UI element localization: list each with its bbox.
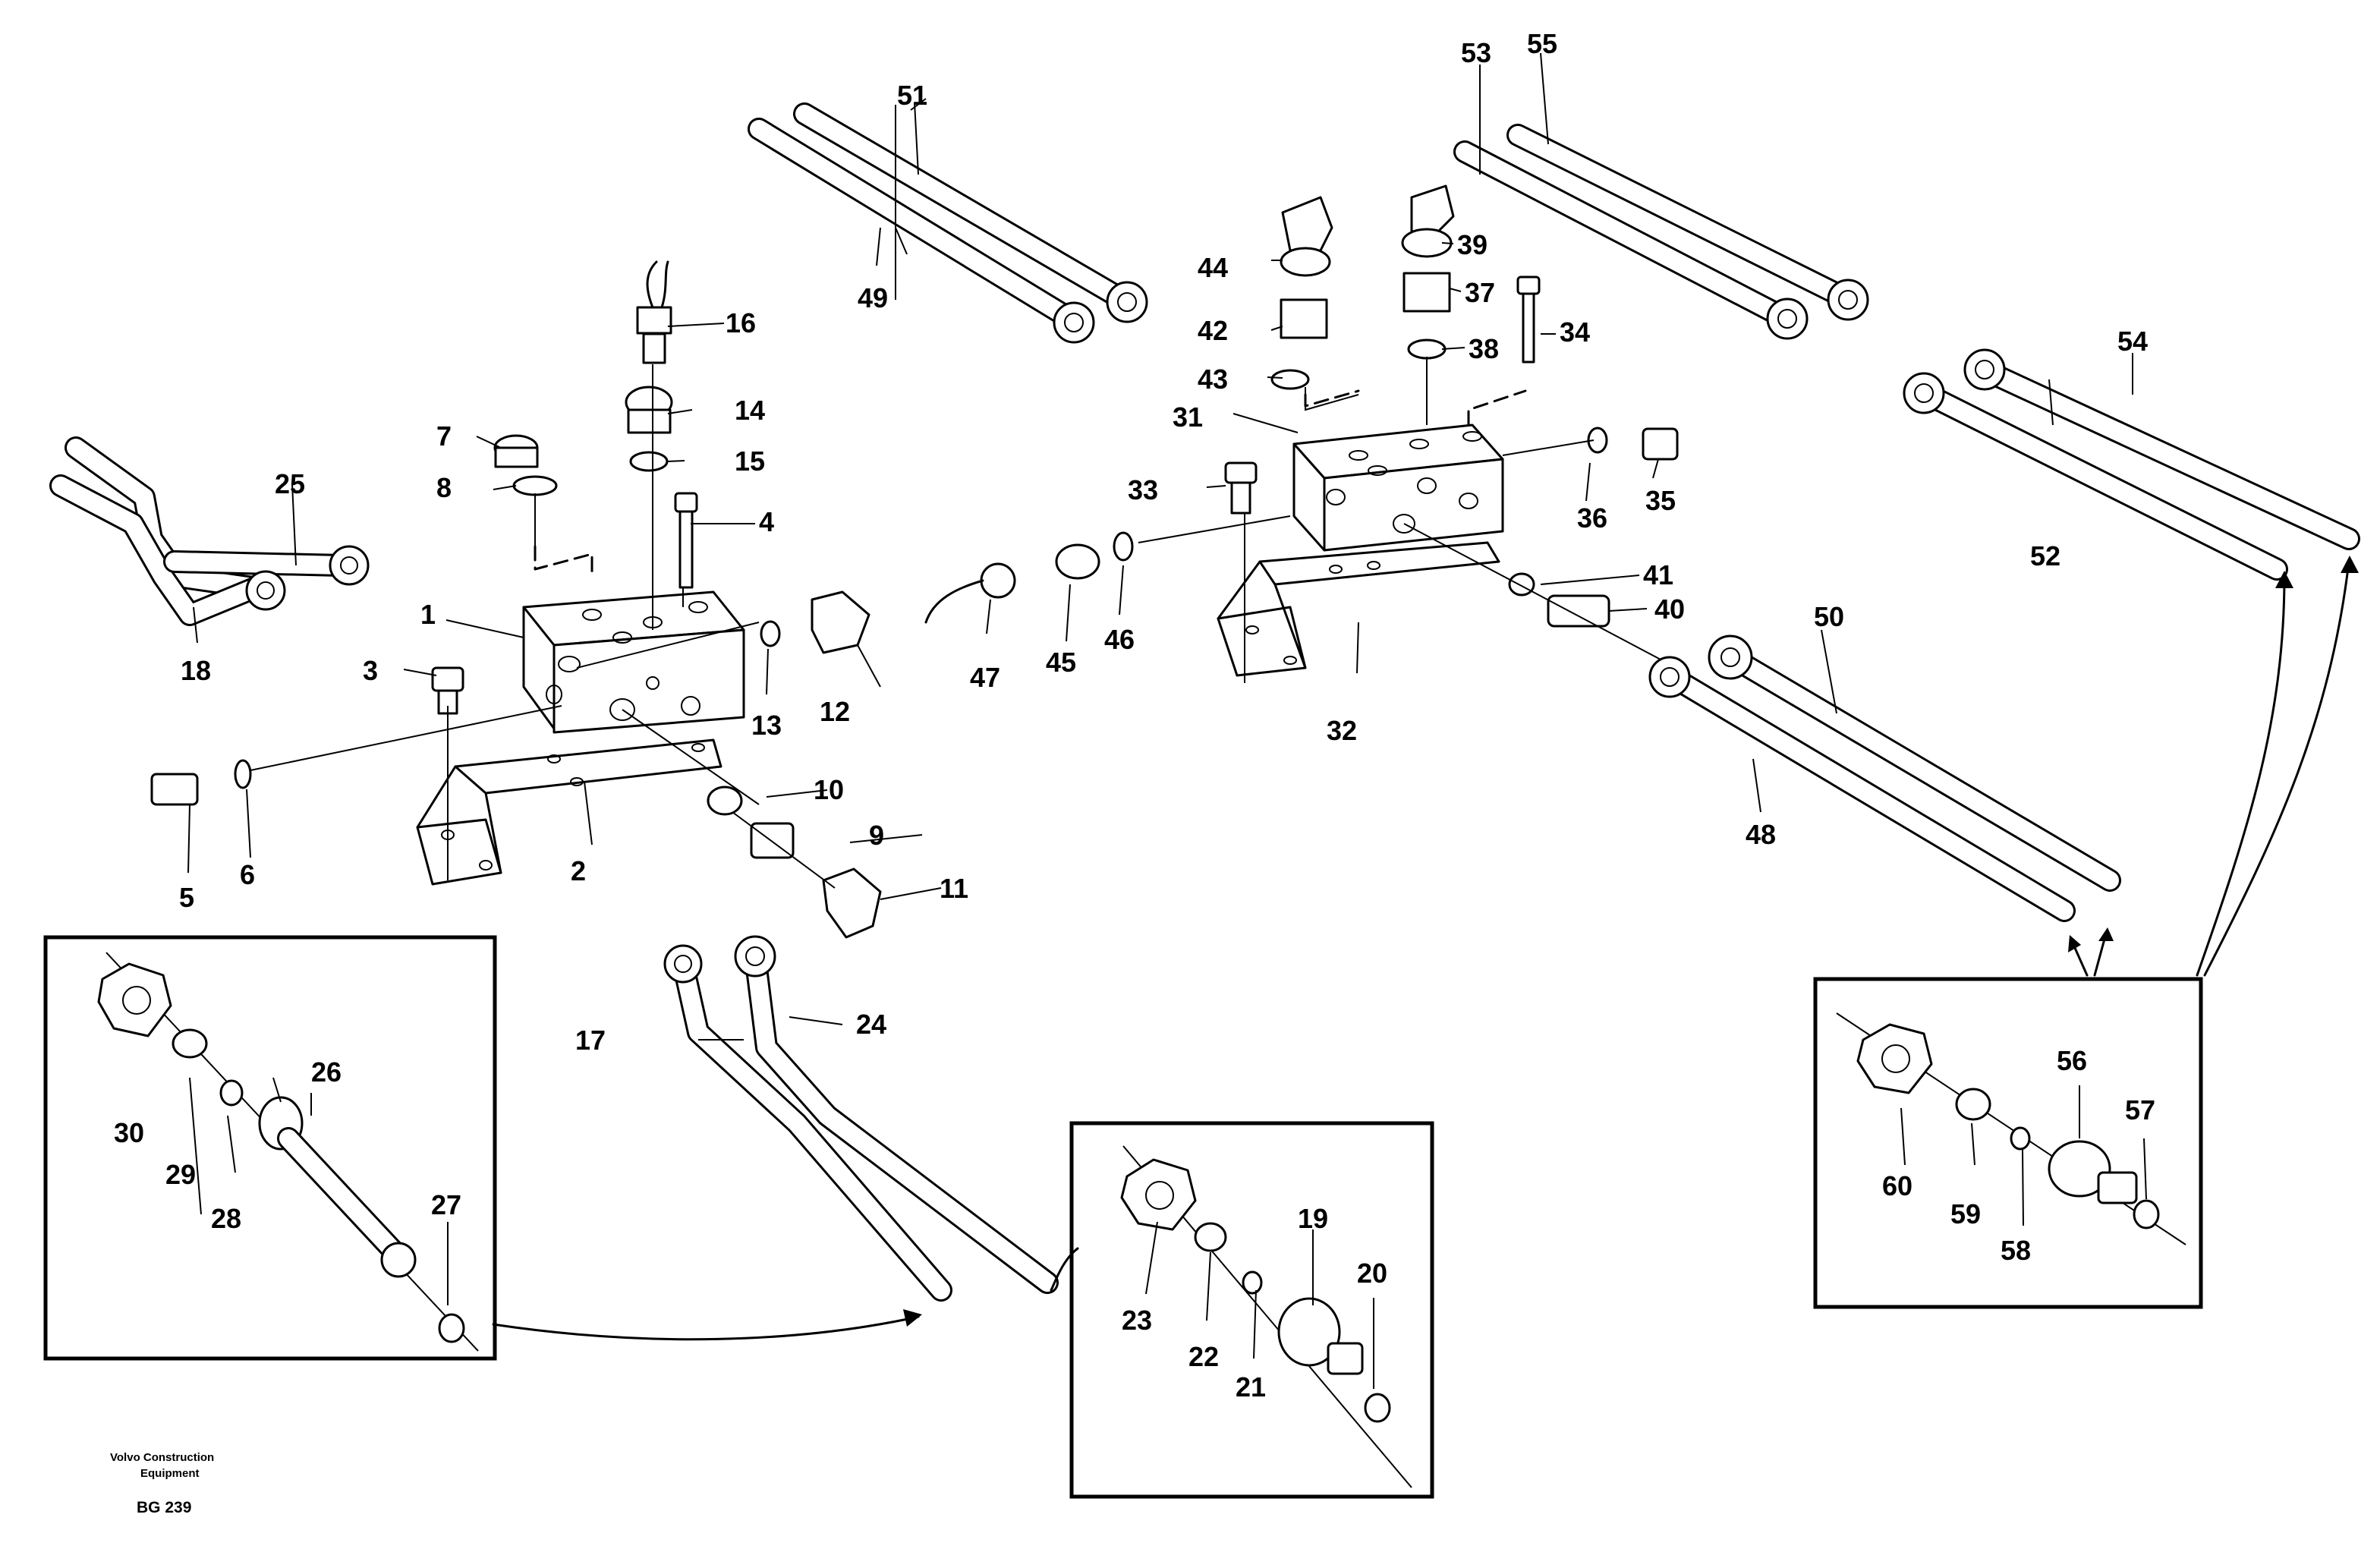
label-36: 36 (1577, 502, 1607, 534)
label-1: 1 (420, 599, 436, 630)
company-name-line1: Volvo Construction (110, 1451, 214, 1464)
label-30: 30 (114, 1117, 144, 1148)
right-valve-block (1292, 423, 1504, 552)
label-29: 29 (165, 1159, 196, 1190)
label-37: 37 (1465, 277, 1495, 308)
detail-box-left (43, 935, 497, 1361)
detail-box-right (1813, 977, 2203, 1309)
label-39: 39 (1457, 229, 1488, 260)
label-19: 19 (1298, 1203, 1328, 1234)
label-10: 10 (814, 774, 844, 805)
reference-arrows (492, 556, 2359, 1341)
label-9: 9 (869, 820, 884, 851)
drawing-code: BG 239 (137, 1499, 191, 1516)
label-46: 46 (1104, 624, 1135, 655)
label-18: 18 (181, 655, 211, 686)
label-17: 17 (575, 1025, 606, 1056)
label-16: 16 (726, 307, 756, 338)
long-tubes (663, 102, 2360, 1302)
label-12: 12 (820, 696, 850, 727)
label-42: 42 (1198, 315, 1228, 346)
label-38: 38 (1469, 333, 1499, 364)
label-34: 34 (1560, 316, 1590, 348)
label-5: 5 (179, 882, 194, 913)
detail-box-middle (1069, 1121, 1434, 1499)
label-50: 50 (1814, 601, 1844, 632)
label-35: 35 (1645, 485, 1676, 516)
label-57: 57 (2125, 1094, 2155, 1126)
label-32: 32 (1327, 715, 1357, 746)
label-15: 15 (735, 445, 765, 477)
label-27: 27 (431, 1189, 461, 1220)
label-26: 26 (311, 1056, 342, 1088)
label-41: 41 (1643, 559, 1673, 590)
company-name-line2: Equipment (140, 1467, 200, 1480)
label-4: 4 (759, 506, 774, 537)
label-33: 33 (1128, 474, 1158, 505)
label-25: 25 (275, 468, 305, 499)
label-53: 53 (1461, 37, 1491, 68)
label-44: 44 (1198, 252, 1228, 283)
label-31: 31 (1173, 401, 1203, 433)
label-8: 8 (436, 472, 452, 503)
label-52: 52 (2030, 540, 2060, 571)
label-51: 51 (897, 80, 927, 111)
label-54: 54 (2117, 326, 2148, 357)
label-60: 60 (1882, 1170, 1912, 1201)
label-20: 20 (1357, 1258, 1387, 1289)
label-7: 7 (436, 420, 452, 452)
label-24: 24 (856, 1009, 886, 1040)
label-58: 58 (2001, 1235, 2031, 1266)
label-28: 28 (211, 1203, 241, 1234)
label-59: 59 (1950, 1198, 1981, 1229)
footer: Volvo Construction Equipment BG 239 (110, 1451, 214, 1516)
label-40: 40 (1654, 593, 1685, 625)
label-56: 56 (2057, 1045, 2087, 1076)
label-21: 21 (1236, 1371, 1266, 1403)
label-47: 47 (970, 662, 1000, 693)
part-labels: 1 2 3 4 5 6 7 8 9 10 11 12 13 14 15 16 1… (114, 28, 2155, 1403)
label-2: 2 (571, 855, 586, 886)
right-mounting-bracket (1217, 541, 1500, 677)
tubes-18-25 (49, 436, 370, 626)
label-48: 48 (1746, 819, 1776, 850)
leader-lines (187, 52, 2147, 1389)
label-23: 23 (1122, 1305, 1152, 1336)
left-block-fittings (150, 260, 882, 939)
left-valve-block (522, 590, 745, 734)
left-mounting-bracket (416, 738, 722, 886)
label-45: 45 (1046, 647, 1076, 678)
label-55: 55 (1527, 28, 1557, 59)
label-49: 49 (858, 282, 888, 313)
label-22: 22 (1188, 1341, 1219, 1372)
label-11: 11 (940, 873, 968, 904)
right-block-fittings (924, 184, 1679, 683)
label-6: 6 (240, 859, 255, 890)
label-3: 3 (363, 655, 378, 686)
label-43: 43 (1198, 364, 1228, 395)
label-14: 14 (735, 395, 765, 426)
label-13: 13 (751, 710, 782, 741)
